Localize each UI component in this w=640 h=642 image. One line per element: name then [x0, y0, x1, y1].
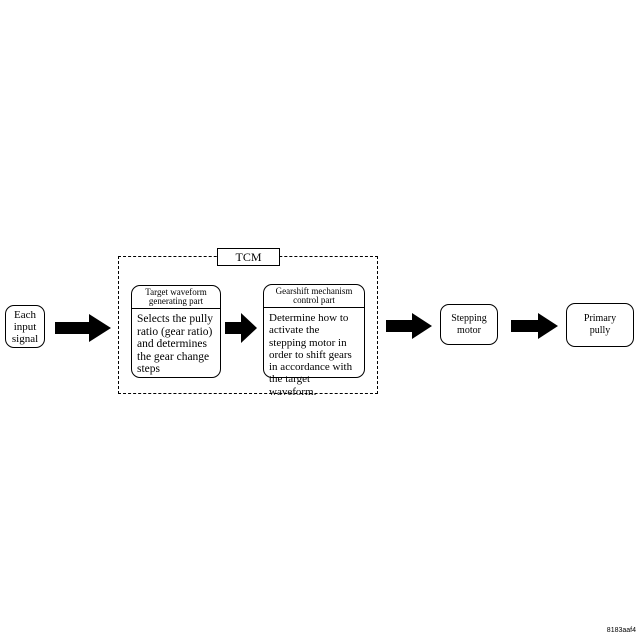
input-signal-node: Each input signal [5, 305, 45, 348]
arrow-input-to-tcm [55, 314, 111, 342]
input-signal-label: Each input signal [11, 308, 39, 345]
gearshift-control-node: Gearshift mechanism control part Determi… [263, 284, 365, 398]
gearshift-control-header: Gearshift mechanism control part [264, 285, 364, 308]
primary-pully-label: Primary pully [583, 313, 617, 336]
primary-pully-node: Primary pully [566, 303, 634, 347]
arrow-tcm-to-stepping [386, 313, 432, 339]
target-waveform-header: Target waveform generating part [132, 286, 220, 309]
stepping-motor-label: Stepping motor [451, 312, 487, 336]
figure-code: 8183aaf4 [606, 627, 636, 634]
target-waveform-node: Target waveform generating part Selects … [131, 285, 221, 378]
tcm-label: TCM [217, 248, 280, 266]
arrow-target-to-gearshift [225, 313, 257, 343]
target-waveform-body: Selects the pully ratio (gear ratio) and… [137, 313, 214, 375]
stepping-motor-node: Stepping motor [440, 304, 498, 345]
arrow-stepping-to-primary [511, 313, 558, 339]
gearshift-control-body: Determine how to activate the stepping m… [269, 312, 353, 398]
